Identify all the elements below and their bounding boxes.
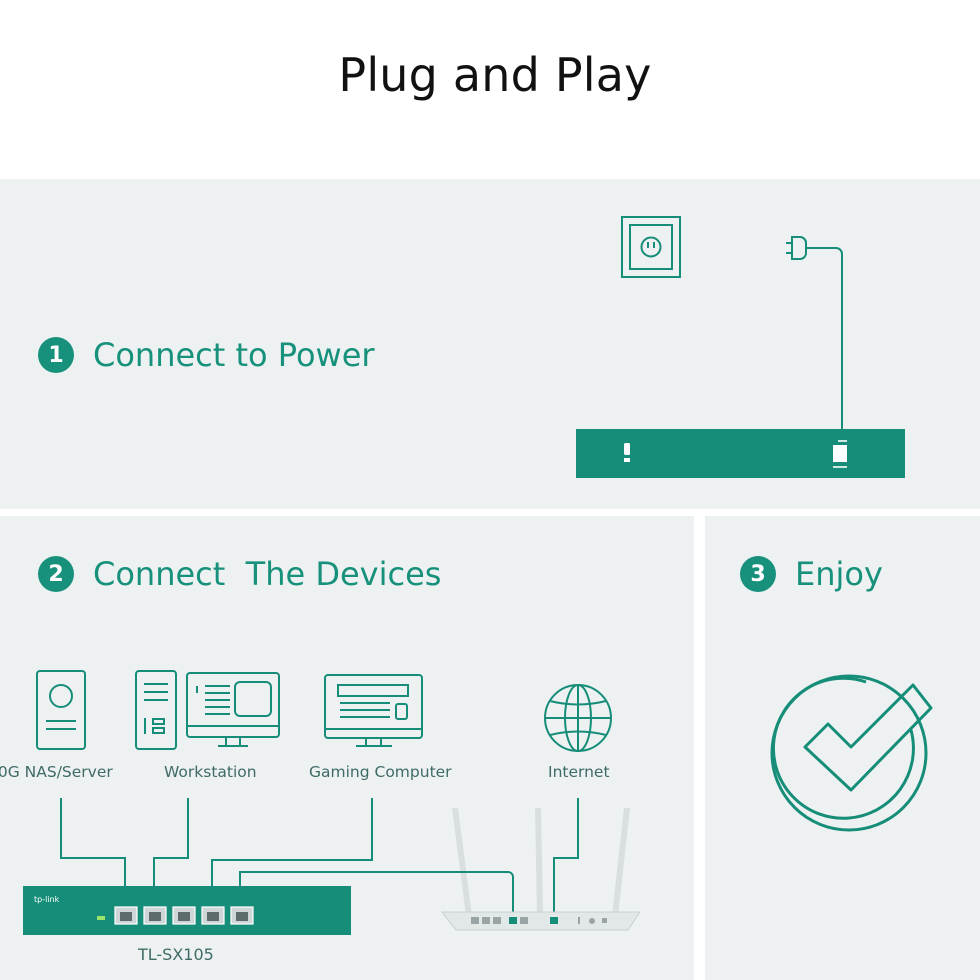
wifi-router bbox=[440, 911, 641, 931]
step-1-heading: 1 Connect to Power bbox=[38, 336, 375, 374]
gaming-computer-icon bbox=[324, 674, 423, 747]
step-3-number: 3 bbox=[740, 556, 776, 592]
step-2-panel: 2 Connect The Devices bbox=[0, 516, 694, 980]
step-2-title: Connect The Devices bbox=[93, 555, 442, 593]
switch-port-jack bbox=[178, 912, 190, 921]
step-3-panel: 3 Enjoy bbox=[705, 516, 980, 980]
step-1-number: 1 bbox=[38, 337, 74, 373]
step-1-title: Connect to Power bbox=[93, 336, 375, 374]
switch-port-jack bbox=[236, 912, 248, 921]
step-2-heading: 2 Connect The Devices bbox=[38, 555, 441, 593]
switch-brand-label: tp-link bbox=[34, 895, 60, 904]
checkmark-circle-icon bbox=[770, 674, 933, 832]
switch-ports bbox=[114, 906, 254, 925]
switch-rear-panel bbox=[576, 429, 905, 478]
power-plug-icon bbox=[786, 236, 843, 429]
globe-icon bbox=[544, 684, 612, 752]
router-antennas bbox=[452, 808, 630, 916]
step-1-panel: 1 Connect to Power bbox=[0, 179, 980, 509]
workstation-icon bbox=[135, 670, 280, 750]
step-3-title: Enjoy bbox=[795, 555, 883, 593]
device-label-gaming: Gaming Computer bbox=[309, 763, 452, 781]
device-label-nas: 10G NAS/Server bbox=[0, 763, 113, 781]
switch-front: tp-link bbox=[23, 886, 351, 935]
power-illustration bbox=[576, 216, 905, 478]
nas-server-icon bbox=[36, 670, 86, 750]
page-title: Plug and Play bbox=[338, 48, 652, 102]
ethernet-cables bbox=[60, 798, 579, 917]
switch-status-led bbox=[97, 916, 105, 920]
switch-port-jack bbox=[120, 912, 132, 921]
step-3-heading: 3 Enjoy bbox=[740, 555, 883, 593]
wall-outlet-icon bbox=[621, 216, 681, 278]
switch-model-label: TL-SX105 bbox=[138, 945, 214, 964]
devices-illustration: tp-link bbox=[23, 670, 641, 935]
device-label-internet: Internet bbox=[548, 763, 610, 781]
switch-port-jack bbox=[149, 912, 161, 921]
device-label-workstation: Workstation bbox=[164, 763, 257, 781]
switch-port-jack bbox=[207, 912, 219, 921]
step-2-number: 2 bbox=[38, 556, 74, 592]
